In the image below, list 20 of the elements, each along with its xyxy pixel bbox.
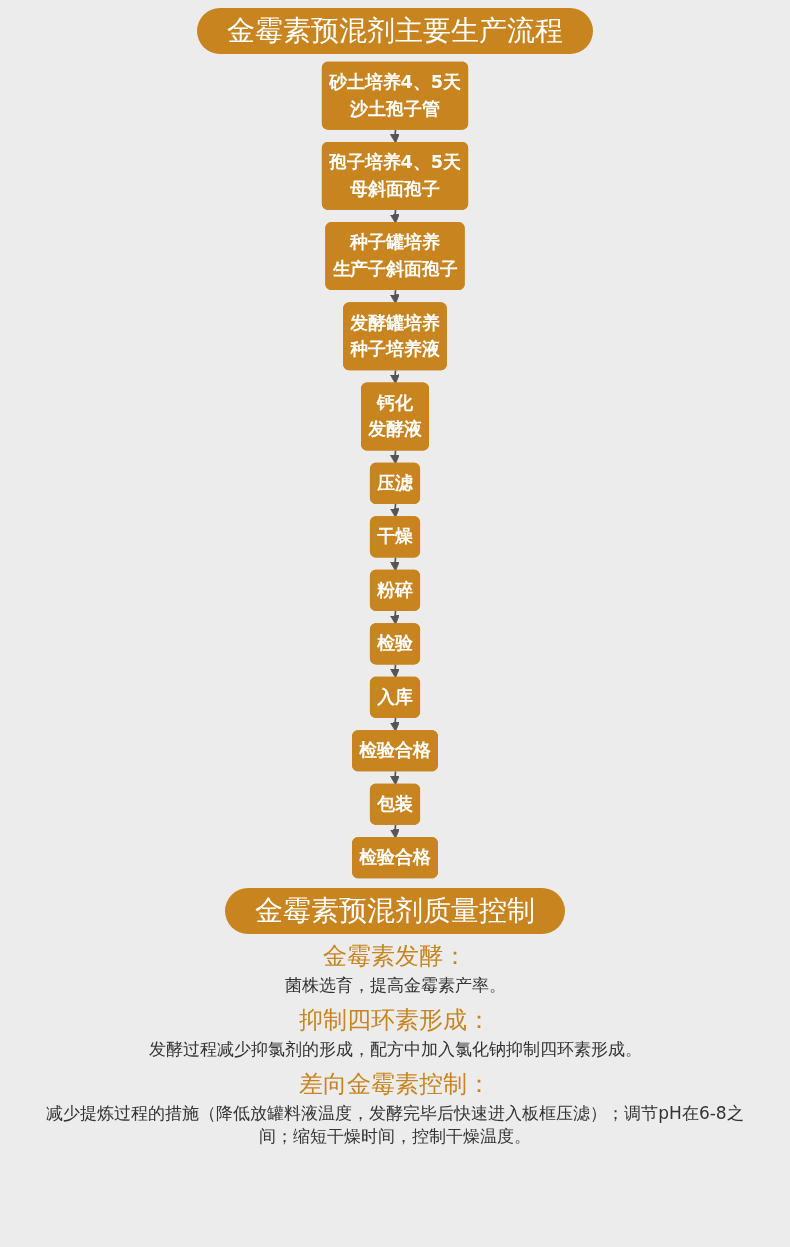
paragraph: 菌株选育，提高金霉素产率。 bbox=[283, 974, 507, 997]
section-heading: 金霉素发酵： bbox=[322, 941, 468, 972]
arrow bbox=[390, 209, 400, 224]
arrow bbox=[390, 503, 400, 518]
arrow bbox=[390, 770, 400, 786]
arrow bbox=[390, 128, 400, 144]
section-heading: 抑制四环素形成： bbox=[298, 1004, 492, 1036]
title-banner: 金霉素预混剂主要生产流程 bbox=[197, 8, 593, 54]
arrow bbox=[390, 663, 400, 679]
arrow bbox=[390, 824, 400, 839]
arrow bbox=[390, 556, 400, 572]
section-banner: 金霉素预混剂质量控制 bbox=[225, 888, 565, 934]
paragraph: 发酵过程减少抑氯剂的形成，配方中加入氯化钠抑制四环素形成。 bbox=[147, 1037, 643, 1061]
arrow bbox=[390, 717, 400, 732]
paragraph: 减少提炼过程的措施（降低放罐料液温度，发酵完毕后快速进入板框压滤）；调节pH在6-8之间；缩短干燥时间，控制干燥温度。 bbox=[45, 1101, 745, 1149]
arrow bbox=[390, 289, 400, 304]
section-heading: 差向金霉素控制： bbox=[298, 1068, 492, 1100]
arrow bbox=[390, 449, 400, 465]
arrow bbox=[390, 610, 400, 625]
arrow bbox=[390, 369, 400, 385]
